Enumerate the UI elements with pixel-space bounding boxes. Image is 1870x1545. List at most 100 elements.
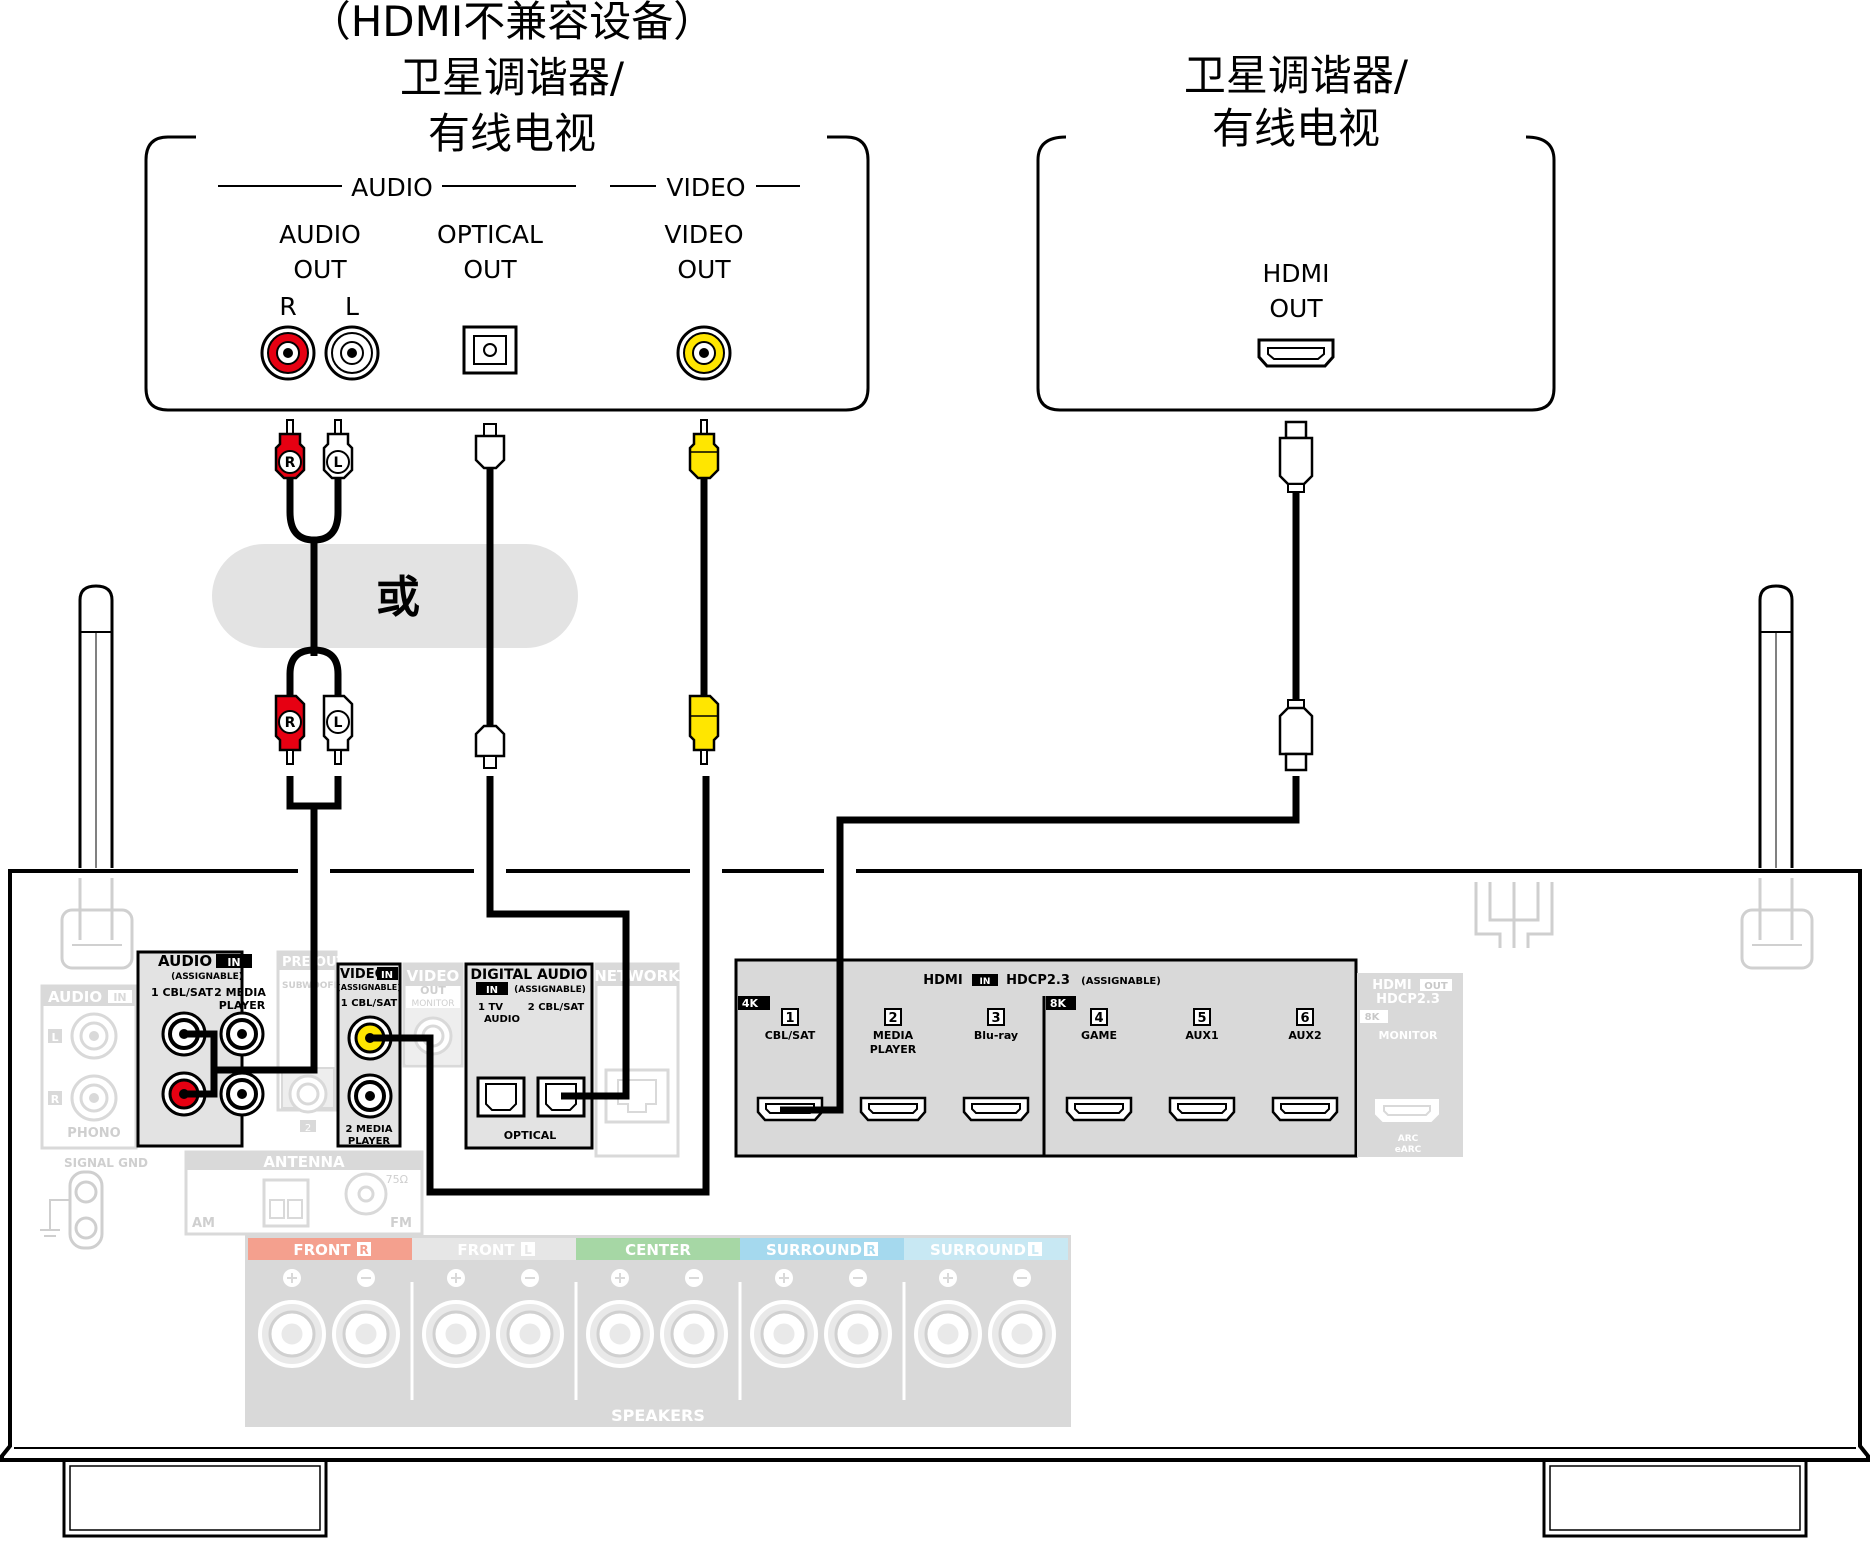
plug-l-bottom-label: L [334,715,343,731]
audio-in-2-r-jack [219,1071,265,1117]
audio-out-l-jack [324,325,380,381]
hdmi-out-arc-label: ARC [1398,1134,1419,1144]
speaker-channel-side: R [359,1243,368,1257]
network-panel: NETWORK [594,962,681,1158]
hdmi-in-jack [1065,1096,1133,1122]
digital-audio-optical-label: OPTICAL [504,1129,557,1142]
speaker-minus-terminal [824,1269,892,1368]
speaker-channel-name: CENTER [625,1241,691,1259]
hdmi-input-name-2: PLAYER [870,1043,917,1056]
receiver-rear-panel: AUDIO IN L R PHONO SIGNAL GND PRE OUT [0,584,1870,1538]
right-foot [1542,1458,1808,1538]
digital-audio-assignable: (ASSIGNABLE) [514,985,586,995]
hdmi-input-number: 4 [1094,1011,1103,1026]
optical-out-jack [462,325,518,375]
hdmi-input-name: AUX2 [1288,1029,1321,1042]
video-in-1-label: 1 CBL/SAT [341,998,398,1009]
hdmi-8k-tag: 8K [1050,997,1067,1010]
digital-audio-badge: IN [486,985,498,996]
video-out2-label-faint: OUT [420,984,446,997]
video-in-2-label-2: PLAYER [348,1136,391,1147]
speaker-channel-name: SURROUND [766,1241,862,1259]
audio-cable-split-top [286,474,342,544]
audio-in-col2-label-2: PLAYER [219,999,266,1012]
audio-out-r-jack [260,325,316,381]
phono-in-badge: IN [113,991,126,1004]
audio-out-label: AUDIO [279,220,361,249]
speaker-plus-terminal [258,1269,326,1368]
rca-plug-l-bottom: L [322,694,354,765]
video-in-assignable: (ASSIGNABLE) [337,983,401,992]
audio-cable-l-lead [184,1030,218,1094]
plug-r-top-label: R [285,455,296,471]
audio-in-assignable: (ASSIGNABLE) [171,972,243,982]
cables: 或 R L R L [184,419,1314,1196]
hdmi-4k-tag: 4K [742,997,759,1010]
hdmi-in-jack [859,1096,927,1122]
hdmi-input-number: 2 [888,1011,897,1026]
hdmi-out-monitor-label: MONITOR [1379,1029,1438,1042]
video-out-jack [676,325,732,381]
audio-group-label: AUDIO [351,173,433,202]
right-device-title-line1: 卫星调谐器/ [1184,51,1409,100]
left-foot [62,1458,328,1538]
ground-mark-icon [1474,882,1554,948]
right-device-title-line2: 有线电视 [1212,104,1380,153]
left-antenna [60,584,134,970]
hdmi-input-number: 1 [785,1011,794,1026]
hdmi-in-title: HDMI [923,973,962,988]
speaker-channel-name: SURROUND [930,1241,1026,1259]
video-monitor-label: MONITOR [411,999,454,1009]
right-device-outline [1036,135,1556,412]
hdmi-plug-top [1278,420,1314,493]
video-group-label: VIDEO [666,173,745,202]
hdmi-input-name: AUX1 [1185,1029,1218,1042]
digital-audio-in-panel: DIGITAL AUDIO IN (ASSIGNABLE) 1 TV AUDIO… [464,962,594,1150]
audio-in-col2-label: 2 MEDIA [214,986,266,999]
video-in-2-jack [347,1073,393,1119]
phono-r-label: R [51,1093,60,1106]
hdmi-input-name: Blu-ray [974,1029,1018,1042]
video-in-2-label: 2 MEDIA [346,1124,393,1135]
video-out-label-2: OUT [677,255,731,284]
speaker-channel-side: L [1031,1243,1039,1257]
speaker-plus-terminal [914,1269,982,1368]
left-device-outline [144,135,870,412]
hdmi-out-earc-label: eARC [1395,1145,1422,1155]
hdmi-out-panel-title: HDMI [1372,978,1411,993]
hdmi-in-jack [962,1096,1030,1122]
audio-in-col1-label: 1 CBL/SAT [151,986,214,999]
speaker-channel-side: L [524,1243,532,1257]
speaker-channel-name: FRONT [293,1241,351,1259]
right-antenna [1740,584,1814,970]
digital-audio-col2-label: 2 CBL/SAT [528,1002,585,1013]
hdmi-in-hdcp: HDCP2.3 [1006,973,1070,988]
am-label: AM [192,1216,215,1231]
rca-plug-l-top: L [322,419,354,480]
rca-plug-r-bottom: R [274,694,306,765]
video-plug-bottom [688,694,720,765]
speaker-plus-terminal [422,1269,490,1368]
hdmi-monitor-out-jack [1375,1099,1439,1122]
hdmi-out-label: HDMI [1263,259,1330,288]
hdmi-in-jack [1168,1096,1236,1122]
audio-in-2-l-jack [219,1011,265,1057]
phono-label: PHONO [67,1126,120,1141]
or-label: 或 [376,572,420,623]
audio-out-label-2: OUT [293,255,347,284]
digital-audio-col1-label-2: AUDIO [484,1014,520,1025]
optical-in-1-jack [476,1076,526,1118]
hdmi-incompatible-note: （HDMI不兼容设备） [309,0,716,46]
hdmi-inputs: 1CBL/SAT2MEDIAPLAYER3Blu-ray4GAME5AUX16A… [756,1008,1339,1122]
speaker-plus-terminal [750,1269,818,1368]
digital-audio-col1-label: 1 TV [478,1002,503,1013]
video-out-label-faint: VIDEO [407,967,460,985]
video-plug-top [688,419,720,480]
optical-plug-bottom [474,724,506,769]
hdmi-input-number: 3 [991,1011,1000,1026]
speakers-label: SPEAKERS [611,1406,705,1425]
